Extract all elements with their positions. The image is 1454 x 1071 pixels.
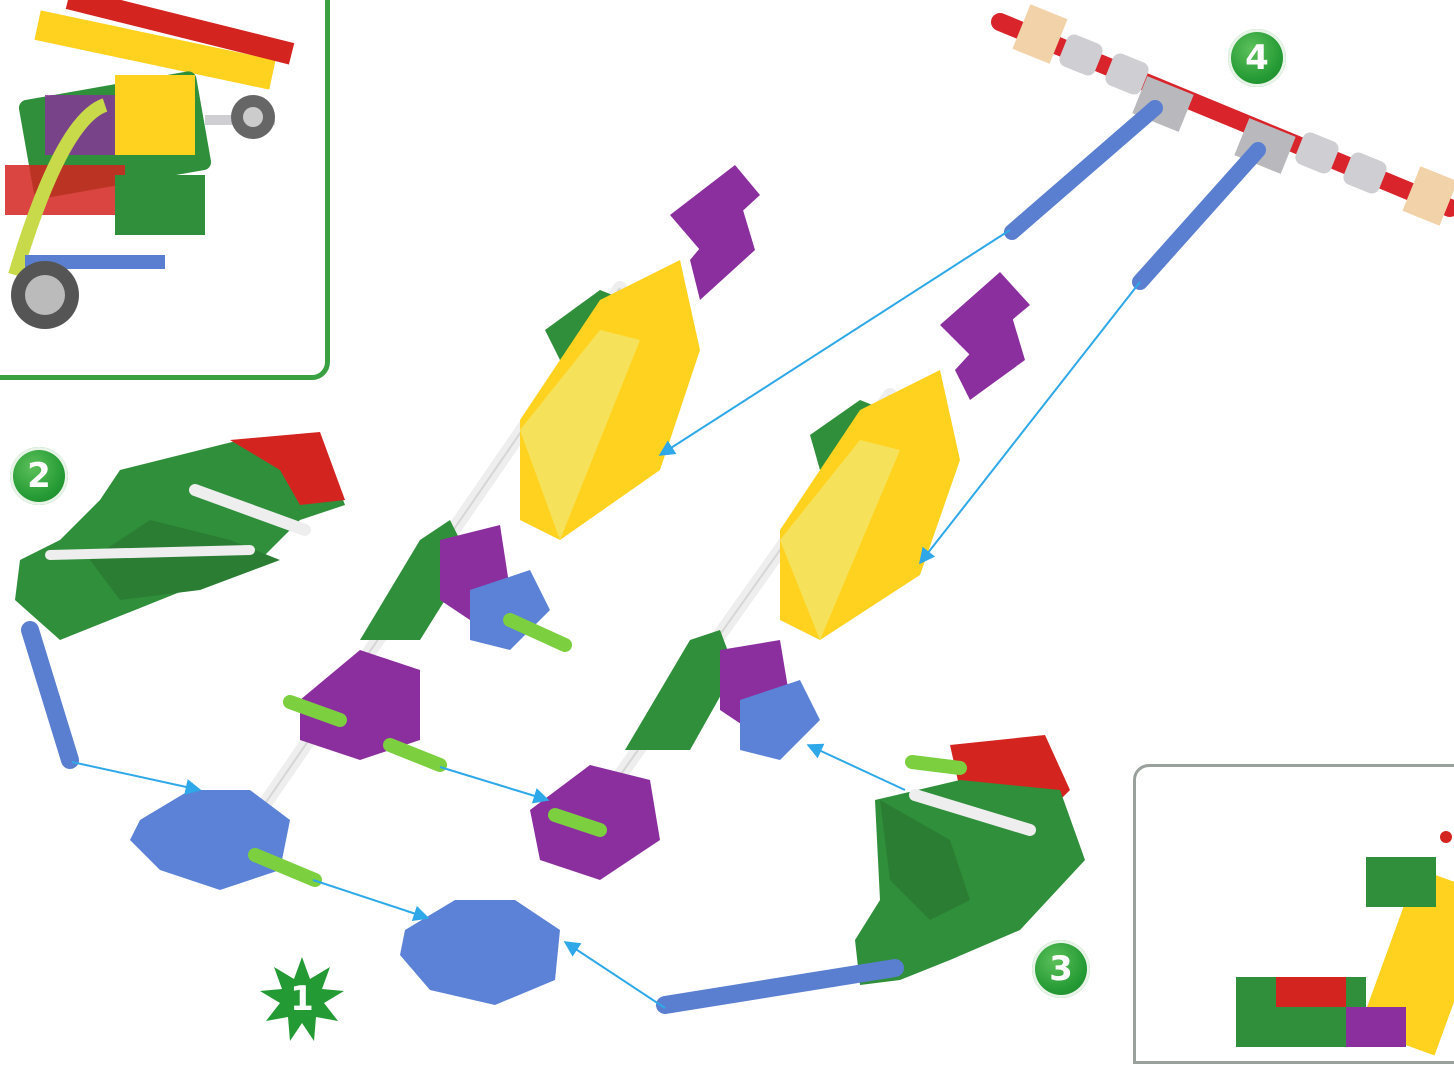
step-4-marker: 4 xyxy=(1228,29,1286,87)
step-2-marker: 2 xyxy=(10,447,68,505)
main-assembly-illustration xyxy=(15,4,1454,1014)
arrow-4a xyxy=(658,229,1011,456)
step-1-label: 1 xyxy=(290,979,314,1019)
preview-inset-bottom-right xyxy=(1133,764,1454,1064)
step-3-marker: 3 xyxy=(1032,940,1090,998)
arrow-4b xyxy=(919,281,1141,565)
step2-assembly xyxy=(15,432,345,769)
star-burst-icon xyxy=(260,957,344,1041)
arrow-3b xyxy=(563,941,666,1009)
arrow-1a xyxy=(439,766,550,804)
blue-rods-step4 xyxy=(1004,100,1266,290)
step3-assembly xyxy=(656,735,1085,1014)
preview-model-illustration xyxy=(5,0,295,329)
preview-inset-top-left xyxy=(0,0,330,380)
arrow-2 xyxy=(71,761,202,795)
right-tower xyxy=(400,272,1030,1005)
preview-model-illustration-2 xyxy=(1236,831,1454,1056)
left-tower xyxy=(130,165,760,890)
connection-arrows xyxy=(71,229,1141,1009)
arrow-3a xyxy=(806,743,906,791)
step-1-marker: 1 xyxy=(258,955,346,1043)
arrow-1b xyxy=(312,879,430,922)
